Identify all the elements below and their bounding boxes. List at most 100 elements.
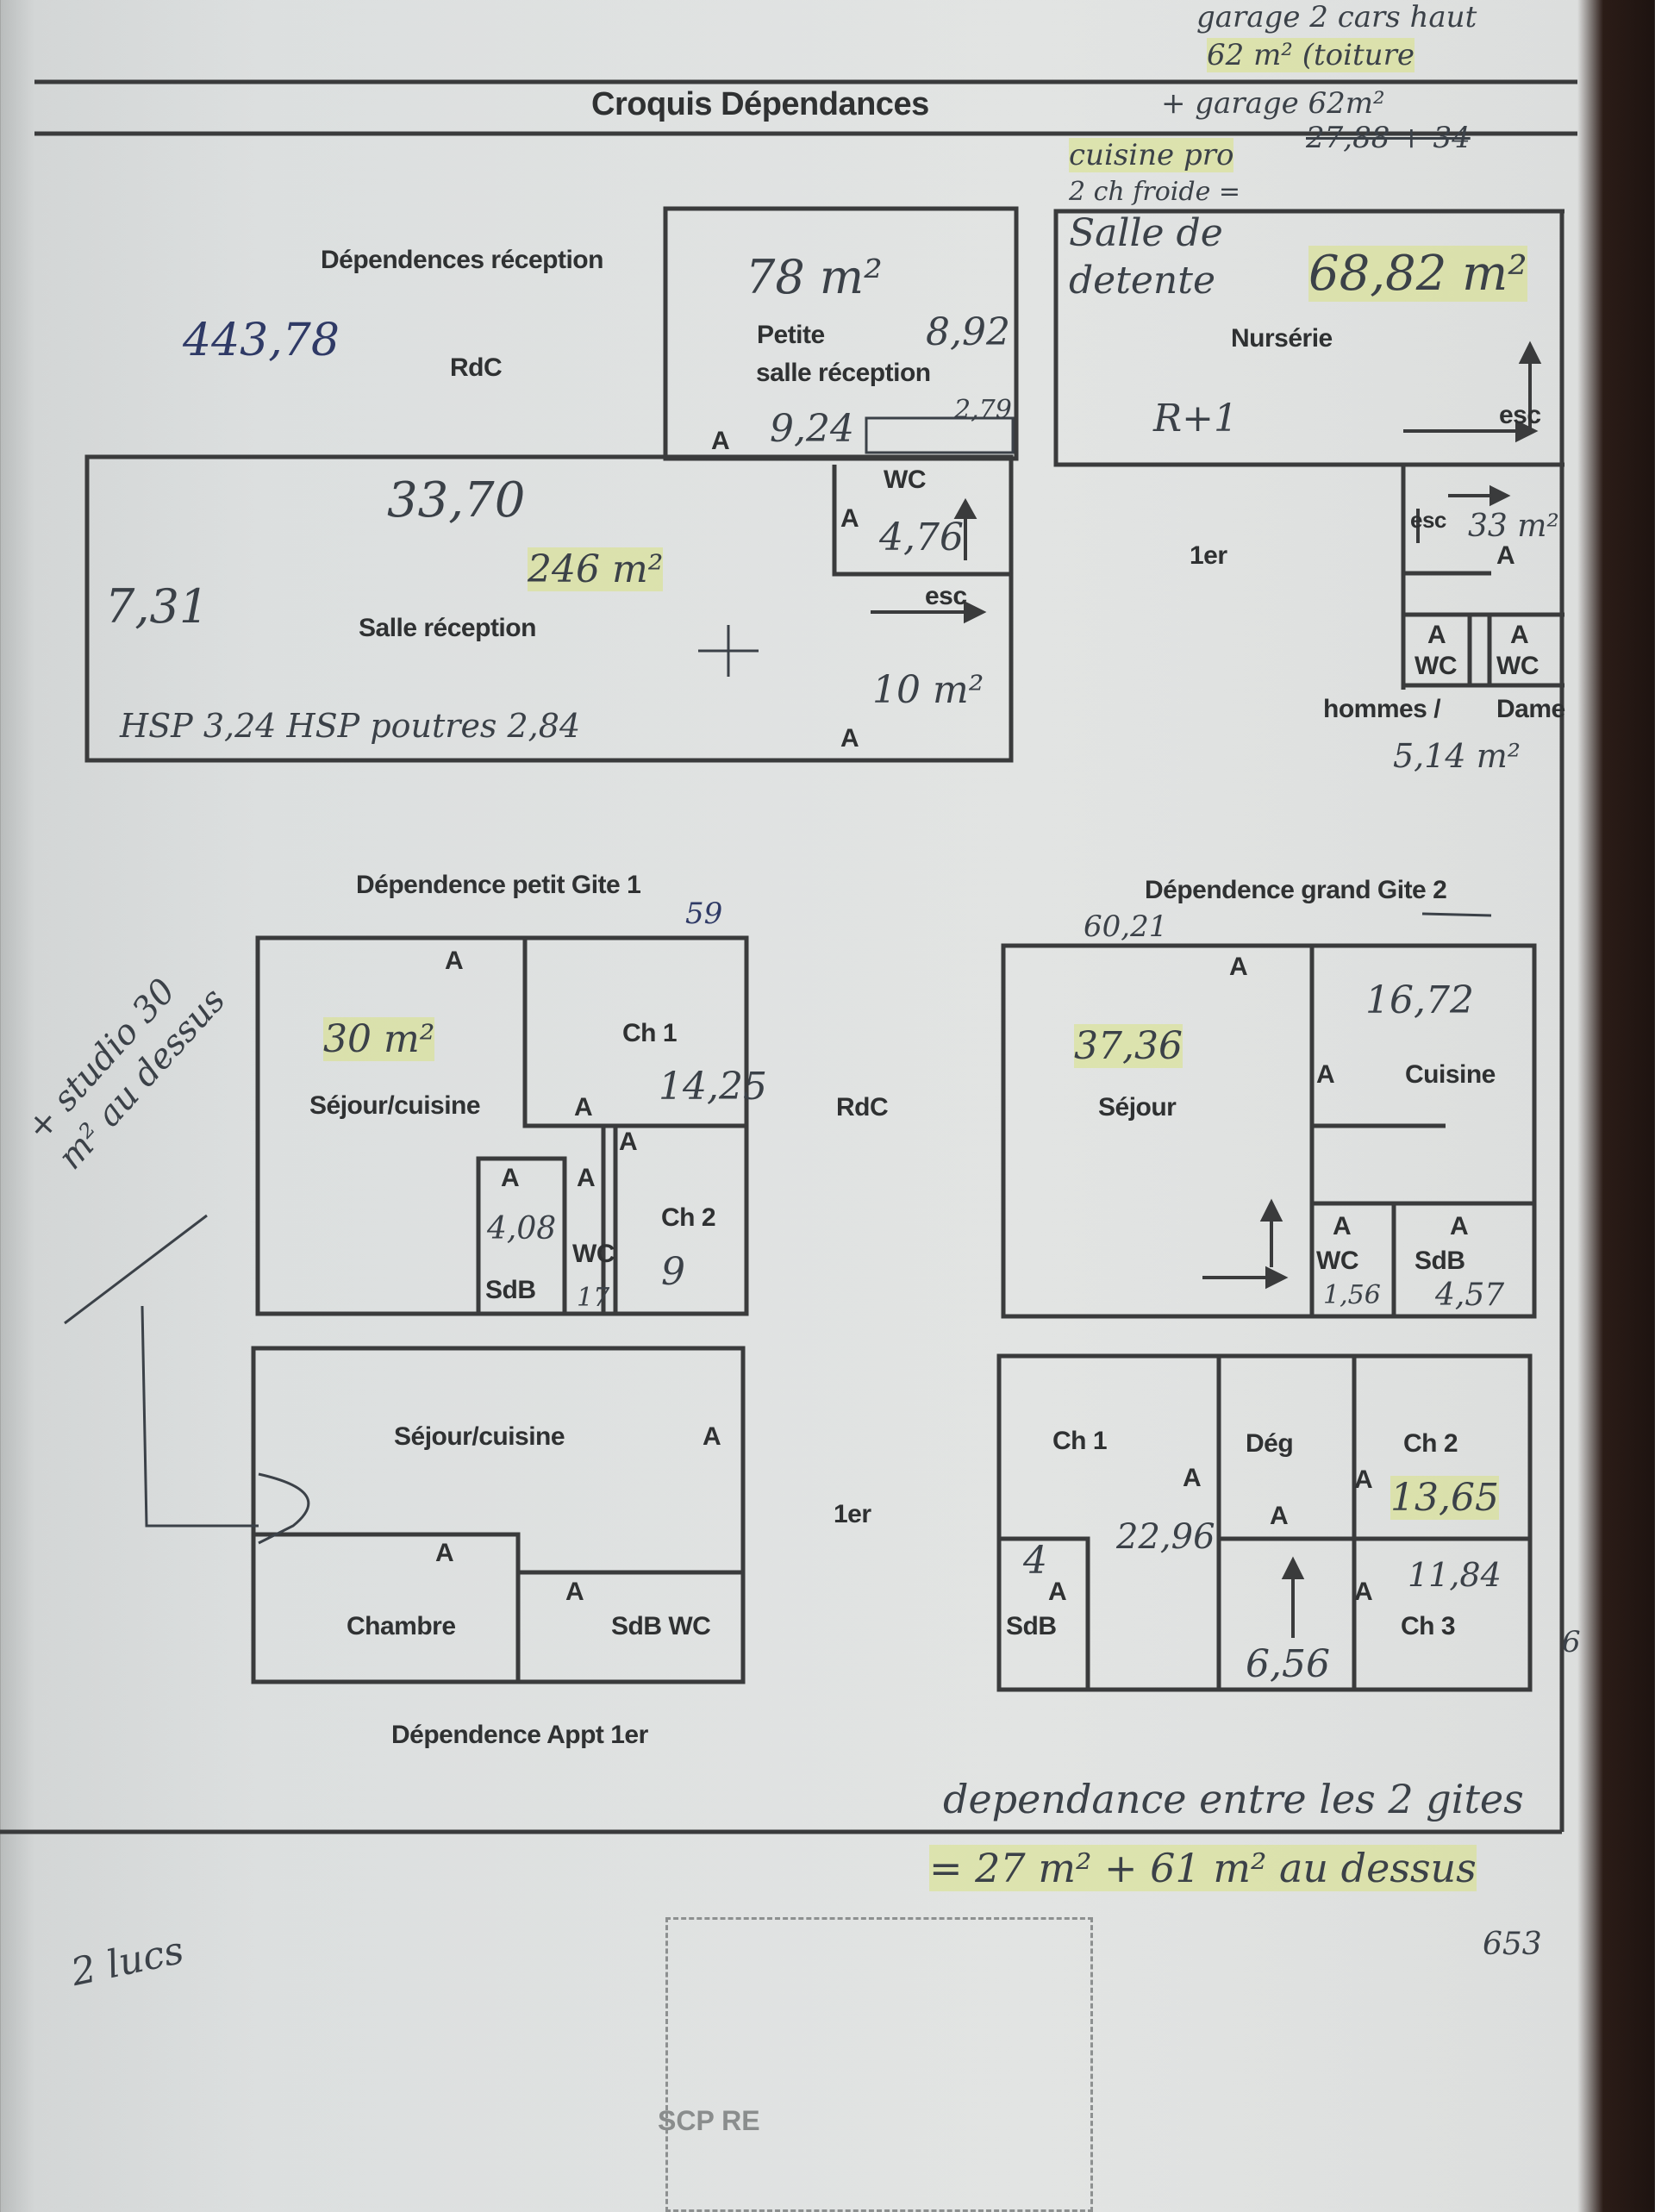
arrow-head-icon [1518, 341, 1542, 364]
area-note: 59 [685, 897, 723, 931]
stamp: SCP RE [658, 1917, 1093, 2212]
note: garage 2 cars haut [1196, 0, 1477, 34]
room-label: WC [1496, 652, 1539, 680]
wall [522, 938, 746, 1128]
area-note: 1,56 [1323, 1280, 1381, 1310]
note-struck: 27,88 + 34 [1306, 121, 1471, 155]
pencil-line [64, 1214, 208, 1325]
area-note: 9,24 [770, 407, 854, 451]
stair-label: esc [1499, 401, 1541, 429]
access-label: A [1316, 1060, 1335, 1089]
access-label: A [711, 427, 730, 455]
room-label: SdB [1415, 1247, 1465, 1275]
room-label: SdB [485, 1276, 536, 1304]
area-note: 30 m² [323, 1017, 435, 1061]
wall [999, 1536, 1090, 1690]
section-title-appt: Dépendence Appt 1er [391, 1721, 648, 1749]
sdb-room [476, 1156, 567, 1316]
stair-label: esc [925, 582, 967, 610]
access-label: A [1229, 953, 1248, 981]
room-label: Chambre [347, 1612, 456, 1640]
access-label: A [501, 1164, 520, 1192]
note: detente [1069, 259, 1215, 303]
access-label: A [577, 1164, 596, 1192]
arrow-head-icon [964, 600, 987, 624]
access-label: A [840, 504, 859, 533]
note: 2 ch froide = [1069, 177, 1241, 207]
note: cuisine pro [1069, 138, 1234, 172]
access-label: A [1183, 1464, 1202, 1492]
area-note: 4,57 [1435, 1278, 1505, 1313]
wall [253, 1532, 521, 1682]
room-label: SdB WC [611, 1612, 711, 1640]
access-label: A [1333, 1212, 1352, 1240]
area-note: 16,72 [1365, 978, 1474, 1022]
note: 653 [1483, 1927, 1542, 1962]
area-note: 33,70 [387, 472, 526, 528]
note: = 27 m² + 61 m² au dessus [929, 1845, 1477, 1891]
access-label: A [1427, 621, 1446, 649]
section-title-gite1: Dépendence petit Gite 1 [356, 871, 641, 899]
area-note: 4,76 [879, 516, 964, 559]
appt-1er [251, 1346, 746, 1684]
area-note: 4,08 [487, 1211, 557, 1247]
arrow-head-icon [953, 497, 977, 519]
access-label: A [1048, 1578, 1067, 1606]
note: Salle de [1069, 211, 1223, 255]
area-note: 5,14 m² [1393, 737, 1521, 775]
area-note: 8,92 [926, 310, 1010, 354]
access-label: A [703, 1422, 721, 1451]
area-note: 6,56 [1246, 1642, 1330, 1686]
area-note: 443,78 [183, 315, 340, 366]
floor-label: 1er [1190, 541, 1227, 570]
document-title: Croquis Dépendances [591, 86, 929, 122]
room-label: WC [572, 1240, 615, 1268]
area-note: 37,36 [1074, 1024, 1183, 1068]
room-label: SdB [1006, 1612, 1057, 1640]
area-note: 60,21 [1084, 909, 1168, 944]
arrow-head-icon [1515, 419, 1539, 443]
area-note: 78 m² [746, 250, 883, 304]
salle-reception-room [84, 454, 1014, 763]
floor-label: 1er [834, 1500, 871, 1528]
arrow-head-icon [1259, 1198, 1283, 1222]
room-label: Séjour/cuisine [394, 1422, 565, 1451]
area-note: 246 m² [528, 547, 664, 591]
floor-label: RdC [836, 1093, 889, 1122]
room-label: Nursérie [1231, 324, 1333, 353]
wc-room [832, 465, 1011, 577]
pencil-underline [1421, 912, 1492, 917]
stair-label: esc [1410, 507, 1446, 533]
access-label: A [574, 1093, 593, 1122]
access-label: A [1354, 1578, 1373, 1606]
room-label: Cuisine [1405, 1060, 1496, 1089]
access-label: A [1510, 621, 1529, 649]
area-note: 13,65 [1390, 1476, 1499, 1520]
room-label: Ch 3 [1401, 1612, 1456, 1640]
room-label: Dég [1246, 1429, 1294, 1458]
room-label: Ch 2 [1403, 1429, 1458, 1458]
area-note: 9 [661, 1250, 685, 1294]
room-label: Séjour [1098, 1093, 1177, 1122]
nurserie-room [1053, 209, 1564, 467]
note: R+1 [1153, 397, 1238, 441]
area-note: 10 m² [872, 668, 984, 712]
room-label: Salle réception [359, 614, 536, 642]
stair-steps-sketch [865, 416, 1015, 454]
arrow-head-icon [1265, 1265, 1289, 1290]
room-label: Dame [1496, 695, 1565, 723]
room-label: salle réception [756, 359, 931, 387]
pencil-arrow [141, 1305, 259, 1528]
area-note: 2,79 [954, 395, 1012, 425]
pencil-arrow [258, 1472, 310, 1545]
area-note: 11,84 [1408, 1556, 1502, 1594]
stamp-text: SCP RE [658, 2105, 760, 2136]
arrow-head-icon [1490, 484, 1511, 507]
access-label: A [840, 724, 859, 753]
area-note: 4 [1023, 1539, 1047, 1583]
area-note: 14,25 [659, 1065, 767, 1109]
room-label: Petite [757, 321, 825, 349]
room-label: WC [884, 466, 926, 494]
area-note: 17 [577, 1283, 610, 1313]
gite2-1er [996, 1353, 1533, 1692]
